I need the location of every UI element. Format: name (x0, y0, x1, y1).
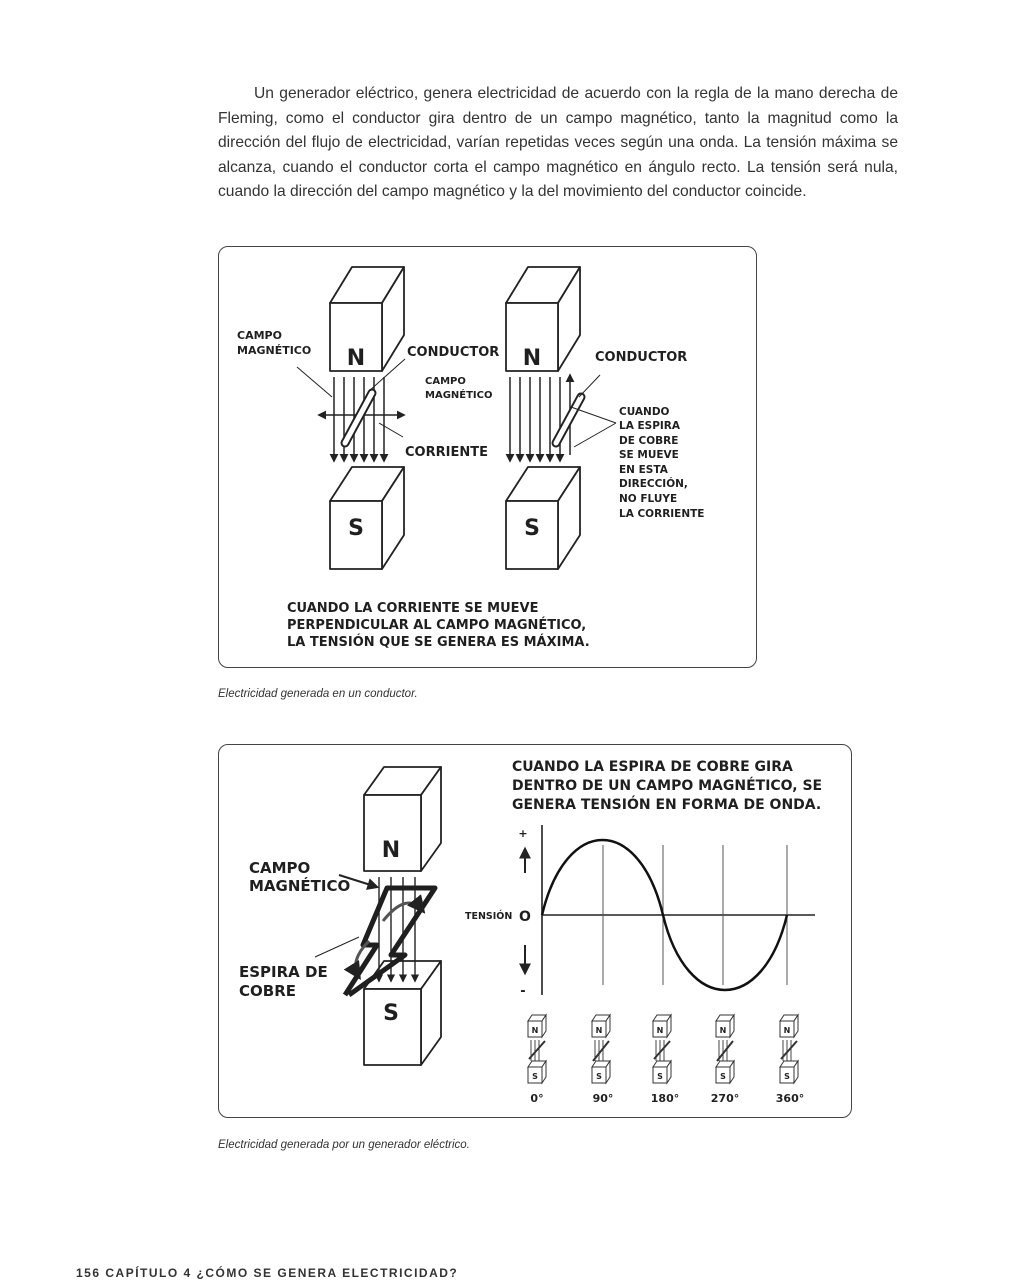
conductor-illustration: N S N S CAMPO MAGNÉTICO CONDUCTOR CAMPO … (237, 266, 704, 650)
right-north-label: N (523, 346, 541, 371)
figure1-leader-lines (296, 358, 617, 448)
mini-north-label: N (532, 1026, 539, 1035)
copper-loop (342, 885, 438, 998)
label-espira-1: ESPIRA DE (239, 963, 328, 981)
angle-label: 0° (530, 1092, 543, 1105)
note-line: CUANDO (619, 406, 670, 418)
rotation-arrow-bottom (343, 939, 371, 981)
label-campo-mid-2: MAGNÉTICO (425, 388, 492, 401)
zero-label: O (519, 909, 531, 925)
mini-north-label: N (596, 1026, 603, 1035)
generator-title: CUANDO LA ESPIRA DE COBRE GIRA DENTRO DE… (512, 759, 822, 813)
angle-label: 270° (711, 1092, 739, 1105)
rotation-arrow-top (381, 894, 426, 922)
north-magnet (363, 766, 442, 872)
mini-loops (528, 1040, 798, 1062)
figure2-caption: Electricidad generada por un generador e… (218, 1139, 470, 1151)
axis-label-tension: TENSIÓN (465, 910, 512, 922)
page-footer: 156 CAPÍTULO 4 ¿CÓMO SE GENERA ELECTRICI… (76, 1266, 459, 1280)
label-corriente: CORRIENTE (405, 445, 488, 460)
title-line: CUANDO LA ESPIRA DE COBRE GIRA (512, 759, 793, 775)
figure1-caption: Electricidad generada en un conductor. (218, 688, 418, 700)
note-line: DIRECCIÓN, (619, 477, 688, 490)
figure-generator-panel: N S CAMPO MAGNÉTICO ESPIRA DE COBRE CUAN… (218, 744, 852, 1118)
left-south-label: S (348, 516, 364, 541)
angle-labels: 0° 90° 180° 270° 360° (530, 1092, 804, 1105)
title-line: DENTRO DE UN CAMPO MAGNÉTICO, SE (512, 777, 822, 794)
left-north-label: N (347, 346, 365, 371)
angle-label: 360° (776, 1092, 804, 1105)
mini-north-label: N (784, 1026, 791, 1035)
mini-south-label: S (720, 1072, 726, 1081)
note-line: NO FLUYE (619, 493, 677, 505)
note-line: SE MUEVE (619, 449, 679, 461)
plus-label: + (518, 827, 527, 840)
bottom-line: LA TENSIÓN QUE SE GENERA ES MÁXIMA. (287, 634, 590, 650)
figure-conductor-panel: N S N S CAMPO MAGNÉTICO CONDUCTOR CAMPO … (218, 246, 757, 668)
left-south-magnet (329, 466, 405, 570)
label-conductor-left: CONDUCTOR (407, 345, 499, 360)
left-conductor (340, 388, 377, 448)
mini-north-label: N (720, 1026, 727, 1035)
north-label: N (382, 838, 400, 863)
mini-south-label: S (532, 1072, 538, 1081)
mini-south-label: S (657, 1072, 663, 1081)
bottom-line: CUANDO LA CORRIENTE SE MUEVE (287, 601, 538, 616)
mini-generator-270: N S (715, 1014, 735, 1084)
note-line: LA ESPIRA (619, 420, 681, 432)
label-campo-left-1: CAMPO (237, 329, 282, 342)
label-campo-mid-1: CAMPO (425, 376, 466, 387)
note-no-current: CUANDO LA ESPIRA DE COBRE SE MUEVE EN ES… (619, 406, 704, 520)
note-line: DE COBRE (619, 435, 678, 447)
south-label: S (383, 1001, 399, 1026)
mini-generator-0: N S (527, 1014, 547, 1084)
right-field-lines (505, 377, 565, 463)
label-campo-2: MAGNÉTICO (249, 876, 350, 895)
campo-pointer (338, 874, 380, 890)
espira-pointer (314, 936, 360, 958)
label-campo-1: CAMPO (249, 859, 310, 877)
bottom-line: PERPENDICULAR AL CAMPO MAGNÉTICO, (287, 617, 586, 633)
mini-generator-180: N S (652, 1014, 672, 1084)
right-conductor (551, 392, 586, 448)
body-paragraph: Un generador eléctrico, genera electrici… (218, 85, 898, 201)
label-espira-2: COBRE (239, 982, 296, 1000)
mini-north-label: N (657, 1026, 664, 1035)
mini-generator-360: N S (779, 1014, 799, 1084)
angle-label: 180° (651, 1092, 679, 1105)
note-line: EN ESTA (619, 464, 669, 476)
generator-illustration: N S CAMPO MAGNÉTICO ESPIRA DE COBRE CUAN… (239, 759, 822, 1105)
minus-label: - (520, 984, 525, 999)
mini-south-label: S (596, 1072, 602, 1081)
mini-south-label: S (784, 1072, 790, 1081)
angle-label: 90° (593, 1092, 614, 1105)
title-line: GENERA TENSIÓN EN FORMA DE ONDA. (512, 795, 821, 813)
bottom-explanation: CUANDO LA CORRIENTE SE MUEVE PERPENDICUL… (287, 601, 590, 650)
label-campo-left-2: MAGNÉTICO (237, 344, 311, 357)
mini-generator-90: N S (591, 1014, 611, 1084)
right-north-magnet (505, 266, 581, 372)
sine-wave (540, 839, 789, 991)
right-south-label: S (524, 516, 540, 541)
right-south-magnet (505, 466, 581, 570)
label-conductor-right: CONDUCTOR (595, 350, 687, 365)
note-line: LA CORRIENTE (619, 508, 704, 520)
left-north-magnet (329, 266, 405, 372)
